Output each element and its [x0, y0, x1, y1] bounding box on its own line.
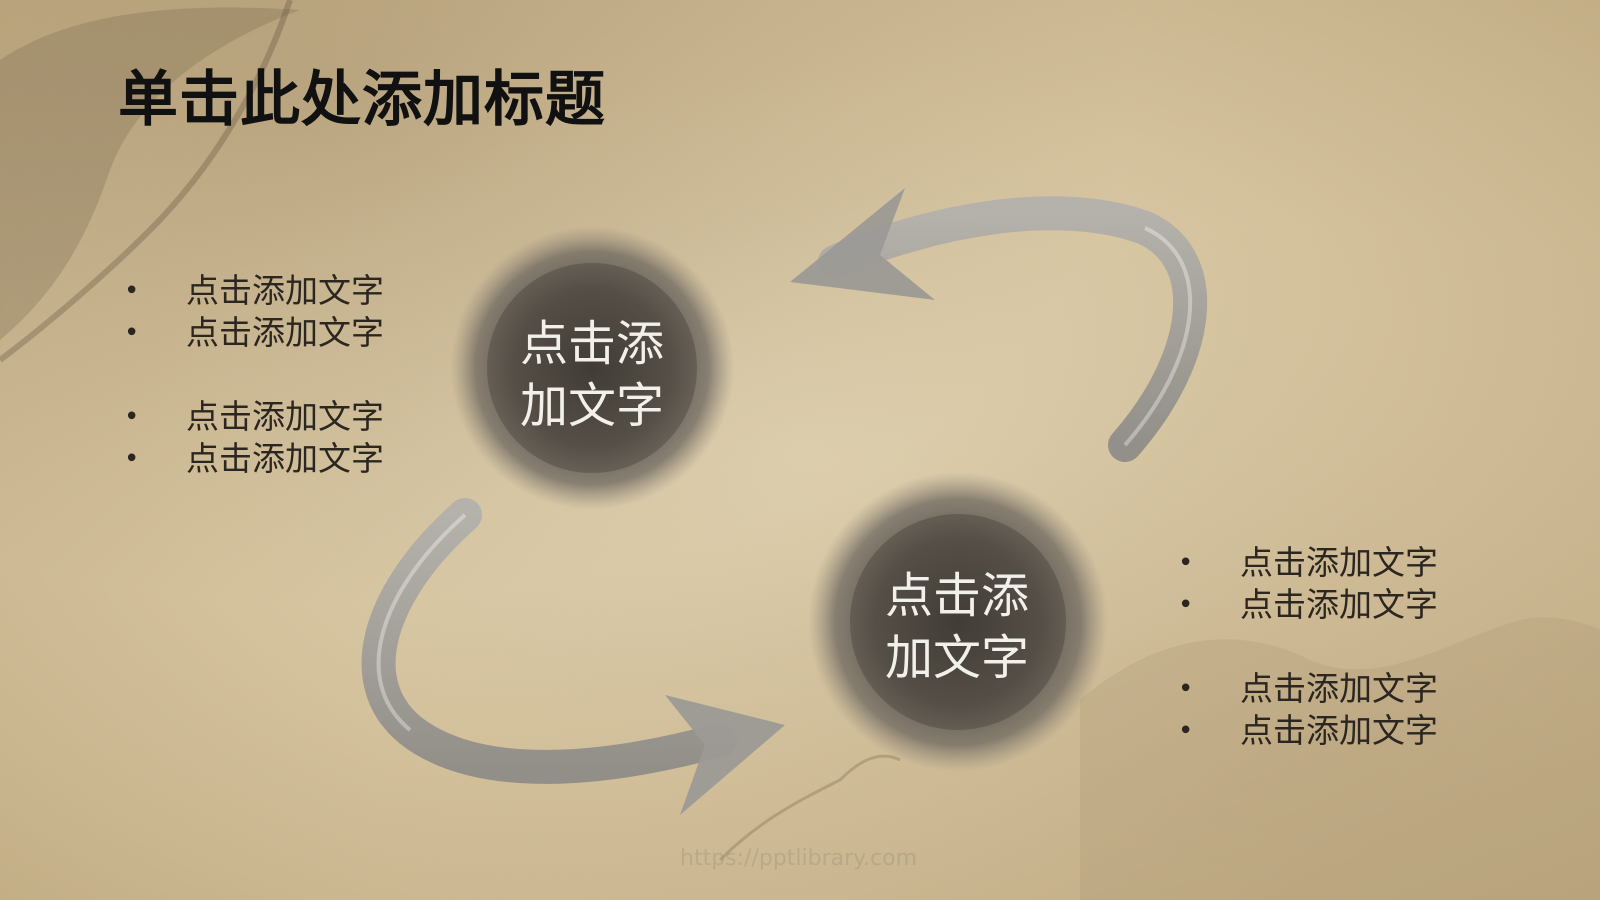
landscape-ridge [1080, 617, 1600, 900]
bullet-text: 点击添加文字 [186, 397, 384, 436]
bullet-icon: • [1178, 716, 1194, 746]
circle-label-line: 加文字 [519, 378, 664, 434]
bullet-icon: • [124, 402, 140, 432]
smoke-swirl-line [0, 0, 293, 363]
bullet-text: 点击添加文字 [186, 439, 384, 478]
circle-label-line: 点击添 [519, 316, 664, 372]
bullet-text: 点击添加文字 [186, 271, 384, 310]
bullet-icon: • [124, 276, 140, 306]
list-item[interactable]: • 点击添加文字 [1176, 542, 1438, 584]
list-item[interactable]: • 点击添加文字 [122, 270, 384, 312]
bullet-icon: • [124, 318, 140, 348]
curved-arrow-right-icon [361, 498, 785, 815]
bullet-icon: • [1178, 674, 1194, 704]
slide-title[interactable]: 单击此处添加标题 [118, 65, 606, 135]
circle-label-line: 点击添 [884, 568, 1029, 624]
ink-circle-bottom [808, 472, 1108, 772]
bullet-text: 点击添加文字 [1240, 543, 1438, 582]
bullet-icon: • [1178, 590, 1194, 620]
circle-label-bottom[interactable]: 点击添 加文字 [862, 565, 1052, 689]
bullet-text: 点击添加文字 [1240, 669, 1438, 708]
circle-label-top[interactable]: 点击添 加文字 [497, 313, 687, 437]
bullet-icon: • [124, 444, 140, 474]
smoke-swirl [0, 7, 300, 340]
list-item[interactable]: • 点击添加文字 [122, 438, 384, 480]
right-bullet-list: • 点击添加文字 • 点击添加文字 • 点击添加文字 • 点击添加文字 [1176, 542, 1438, 752]
bullet-text: 点击添加文字 [1240, 711, 1438, 750]
bullet-icon: • [1178, 548, 1194, 578]
bullet-text: 点击添加文字 [186, 313, 384, 352]
list-item[interactable]: • 点击添加文字 [122, 396, 384, 438]
curved-arrow-left-icon [790, 188, 1208, 462]
tree-sketch [718, 754, 901, 862]
left-bullet-list: • 点击添加文字 • 点击添加文字 • 点击添加文字 • 点击添加文字 [122, 270, 384, 480]
list-item[interactable]: • 点击添加文字 [122, 312, 384, 354]
circle-label-line: 加文字 [884, 630, 1029, 686]
list-item[interactable]: • 点击添加文字 [1176, 710, 1438, 752]
watermark: https://pptlibrary.com [680, 846, 918, 871]
list-item[interactable]: • 点击添加文字 [1176, 668, 1438, 710]
list-item[interactable]: • 点击添加文字 [1176, 584, 1438, 626]
bullet-text: 点击添加文字 [1240, 585, 1438, 624]
ink-circle-top [450, 226, 734, 510]
